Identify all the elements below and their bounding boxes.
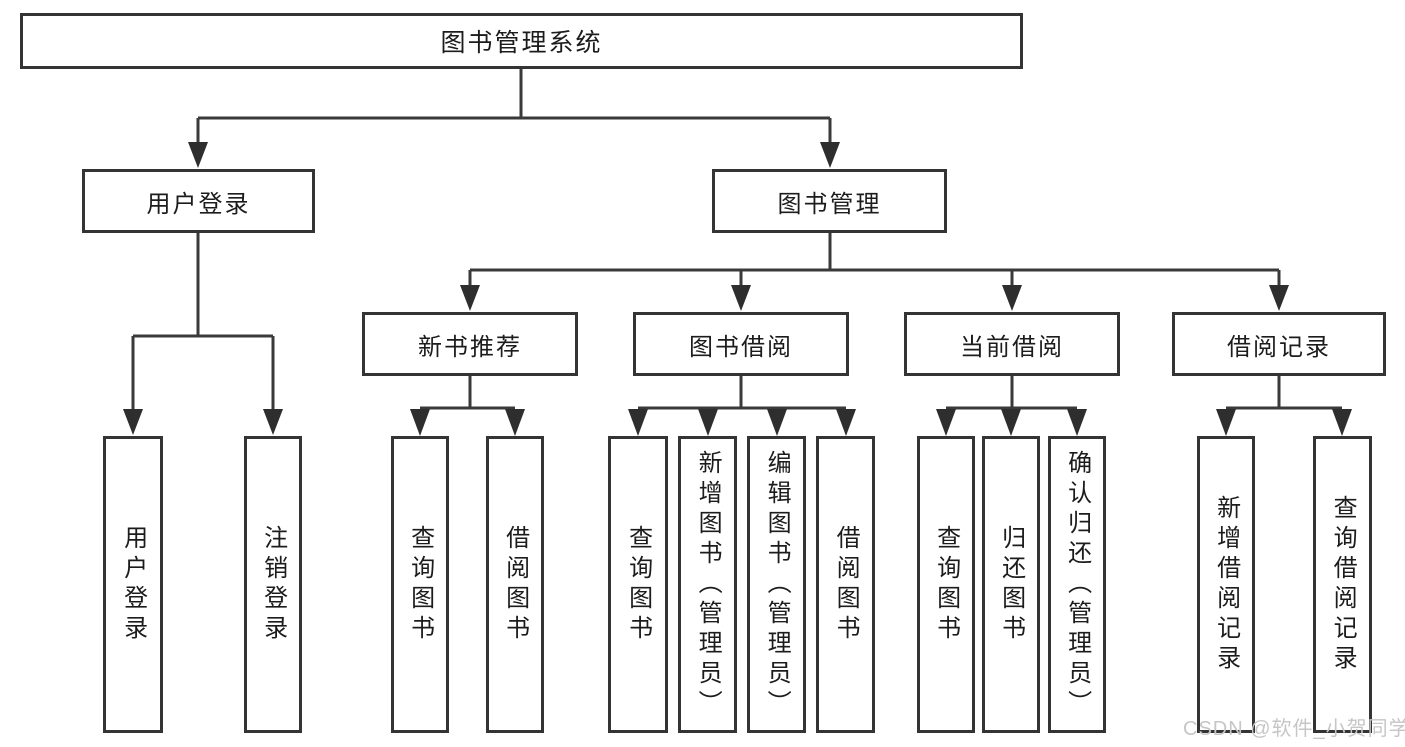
arrowhead xyxy=(936,409,956,436)
arrowhead xyxy=(1332,409,1352,436)
node-book-borrowing-label: 图书借阅 xyxy=(689,333,793,361)
leaf-confirm-return-admin-label: 确认归还（管理员） xyxy=(1063,449,1091,720)
node-current-borrowing-label: 当前借阅 xyxy=(960,333,1064,361)
arrowhead xyxy=(731,285,751,311)
connector-new-book-to-leaves xyxy=(410,376,525,436)
arrowhead xyxy=(767,409,787,436)
leaf-add-borrow-record: 新增借阅记录 xyxy=(1197,436,1255,733)
arrowhead xyxy=(1067,409,1087,436)
leaf-query-books-current-label: 查询图书 xyxy=(932,524,960,645)
leaf-query-books-borrowing: 查询图书 xyxy=(608,436,668,733)
arrowhead xyxy=(1216,409,1236,436)
leaf-query-borrow-record-label: 查询借阅记录 xyxy=(1329,494,1357,675)
arrowhead xyxy=(820,142,840,168)
arrowhead xyxy=(1001,409,1021,436)
arrowhead xyxy=(505,409,525,436)
leaf-return-books: 归还图书 xyxy=(982,436,1040,733)
leaf-query-books-recommend-label: 查询图书 xyxy=(406,524,434,645)
node-user-login-label: 用户登录 xyxy=(146,190,251,218)
arrowhead xyxy=(263,409,283,435)
node-new-book-recommend: 新书推荐 xyxy=(362,312,578,376)
leaf-borrow-books-borrowing: 借阅图书 xyxy=(816,436,875,733)
arrowhead xyxy=(698,409,718,436)
arrowhead xyxy=(410,409,430,436)
connector-borrowing-records-to-leaves xyxy=(1216,376,1352,436)
node-root: 图书管理系统 xyxy=(20,13,1023,69)
leaf-query-books-recommend: 查询图书 xyxy=(391,436,449,733)
node-borrowing-records-label: 借阅记录 xyxy=(1227,333,1331,361)
arrowhead xyxy=(1002,285,1022,311)
arrowhead xyxy=(188,142,208,168)
leaf-edit-books-admin-label: 编辑图书（管理员） xyxy=(763,449,791,720)
arrowhead xyxy=(836,409,856,436)
connector-book-borrowing-to-leaves xyxy=(628,376,856,436)
leaf-borrow-books-borrowing-label: 借阅图书 xyxy=(832,524,860,645)
connector-user-login-to-leaves xyxy=(123,233,283,435)
node-new-book-recommend-label: 新书推荐 xyxy=(418,333,522,361)
leaf-add-borrow-record-label: 新增借阅记录 xyxy=(1212,494,1240,675)
connector-book-management-to-level3 xyxy=(460,233,1289,311)
arrowhead xyxy=(123,409,143,435)
leaf-query-borrow-record: 查询借阅记录 xyxy=(1313,436,1372,733)
leaf-borrow-books-recommend-label: 借阅图书 xyxy=(501,524,529,645)
leaf-query-books-current: 查询图书 xyxy=(917,436,975,733)
node-root-label: 图书管理系统 xyxy=(440,29,603,57)
arrowhead xyxy=(628,409,648,436)
arrowhead xyxy=(1269,285,1289,311)
node-book-management: 图书管理 xyxy=(712,169,947,233)
leaf-borrow-books-recommend: 借阅图书 xyxy=(486,436,544,733)
node-current-borrowing: 当前借阅 xyxy=(904,312,1120,376)
node-book-management-label: 图书管理 xyxy=(777,190,882,218)
leaf-logout-label: 注销登录 xyxy=(259,524,287,645)
node-user-login: 用户登录 xyxy=(82,169,315,233)
connector-current-borrowing-to-leaves xyxy=(936,376,1087,436)
leaf-logout: 注销登录 xyxy=(244,436,302,733)
csdn-watermark: CSDN @软件_小贺同学 xyxy=(1183,718,1405,740)
leaf-return-books-label: 归还图书 xyxy=(997,524,1025,645)
leaf-edit-books-admin: 编辑图书（管理员） xyxy=(747,436,806,733)
leaf-add-books-admin: 新增图书（管理员） xyxy=(678,436,737,733)
arrowhead xyxy=(460,285,480,311)
leaf-confirm-return-admin: 确认归还（管理员） xyxy=(1048,436,1106,733)
leaf-query-books-borrowing-label: 查询图书 xyxy=(624,524,652,645)
node-borrowing-records: 借阅记录 xyxy=(1172,312,1386,376)
leaf-add-books-admin-label: 新增图书（管理员） xyxy=(694,449,722,720)
leaf-user-login-label: 用户登录 xyxy=(119,524,147,645)
leaf-user-login: 用户登录 xyxy=(103,436,163,733)
connector-root-to-level2 xyxy=(188,69,840,168)
node-book-borrowing: 图书借阅 xyxy=(633,312,849,376)
